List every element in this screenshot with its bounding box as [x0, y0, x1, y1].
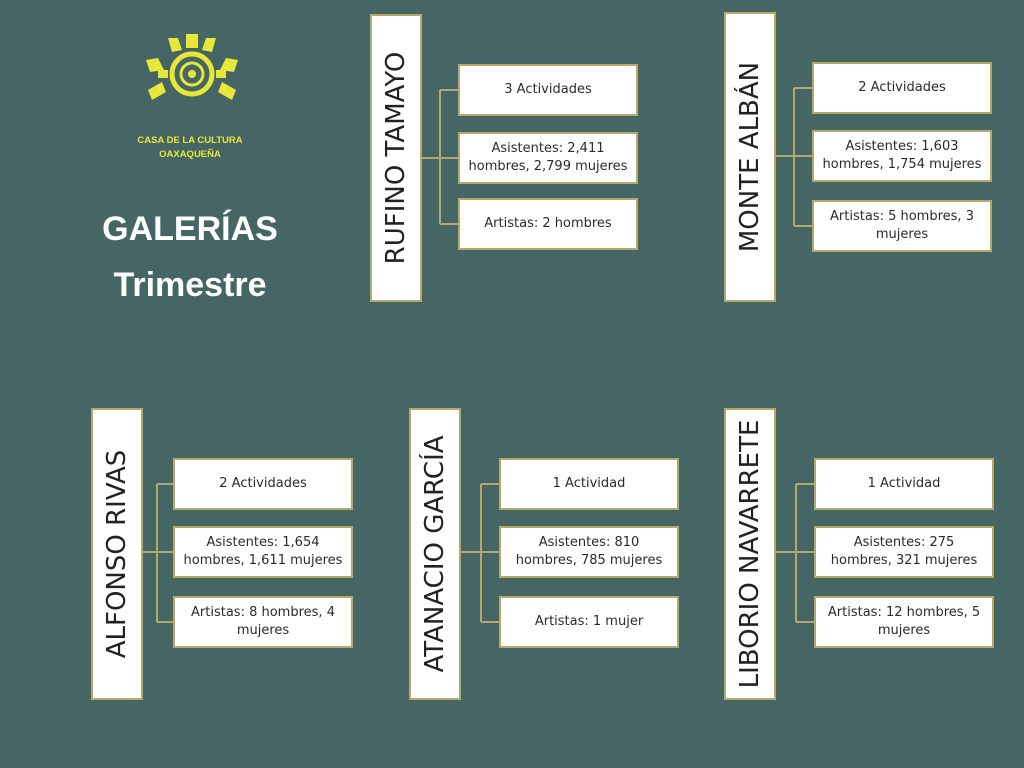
gallery-name-box: MONTE ALBÁN	[724, 12, 776, 302]
branch-connector	[776, 87, 812, 227]
gallery-name: MONTE ALBÁN	[735, 61, 765, 253]
page-subtitle: Trimestre	[113, 266, 267, 304]
artists-box: Artistas: 2 hombres	[458, 198, 638, 250]
gallery-rufino-tamayo: RUFINO TAMAYO 3 Actividades Asistentes: …	[370, 14, 640, 302]
branch-connector	[776, 483, 814, 623]
branch-connector	[422, 89, 458, 225]
attendees-box: Asistentes: 275 hombres, 321 mujeres	[814, 526, 994, 578]
artists-box: Artistas: 8 hombres, 4 mujeres	[173, 596, 353, 648]
gallery-name: ATANACIO GARCÍA	[420, 435, 450, 673]
branch-connector	[143, 483, 173, 623]
gallery-name-box: RUFINO TAMAYO	[370, 14, 422, 302]
attendees-box: Asistentes: 2,411 hombres, 2,799 mujeres	[458, 132, 638, 184]
gallery-alfonso-rivas: ALFONSO RIVAS 2 Actividades Asistentes: …	[91, 408, 355, 700]
gallery-name-box: ALFONSO RIVAS	[91, 408, 143, 700]
branch-connector	[461, 483, 499, 623]
gallery-atanacio-garcia: ATANACIO GARCÍA 1 Actividad Asistentes: …	[409, 408, 681, 700]
attendees-box: Asistentes: 810 hombres, 785 mujeres	[499, 526, 679, 578]
artists-box: Artistas: 12 hombres, 5 mujeres	[814, 596, 994, 648]
gallery-name: ALFONSO RIVAS	[102, 449, 132, 659]
attendees-box: Asistentes: 1,654 hombres, 1,611 mujeres	[173, 526, 353, 578]
gallery-name: RUFINO TAMAYO	[381, 51, 411, 265]
activities-box: 2 Actividades	[173, 458, 353, 510]
activities-box: 1 Actividad	[499, 458, 679, 510]
activities-box: 2 Actividades	[812, 62, 992, 114]
page-title: GALERÍAS	[102, 210, 278, 248]
attendees-box: Asistentes: 1,603 hombres, 1,754 mujeres	[812, 130, 992, 182]
gallery-monte-alban: MONTE ALBÁN 2 Actividades Asistentes: 1,…	[724, 12, 998, 302]
organization-name: CASA DE LA CULTURA OAXAQUEÑA	[137, 135, 243, 160]
activities-box: 3 Actividades	[458, 64, 638, 116]
artists-box: Artistas: 5 hombres, 3 mujeres	[812, 200, 992, 252]
sun-mandala-icon	[146, 34, 238, 100]
activities-box: 1 Actividad	[814, 458, 994, 510]
gallery-liborio-navarrete: LIBORIO NAVARRETE 1 Actividad Asistentes…	[724, 408, 998, 700]
gallery-name-box: LIBORIO NAVARRETE	[724, 408, 776, 700]
gallery-name: LIBORIO NAVARRETE	[735, 419, 765, 689]
artists-box: Artistas: 1 mujer	[499, 596, 679, 648]
gallery-name-box: ATANACIO GARCÍA	[409, 408, 461, 700]
